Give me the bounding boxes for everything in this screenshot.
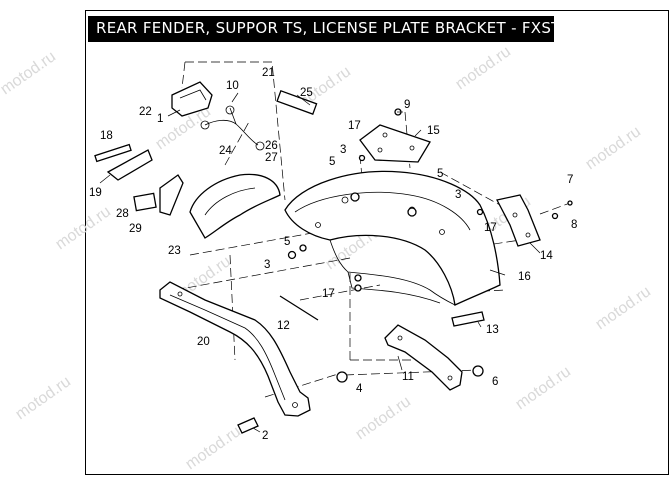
callout-2: 2: [262, 430, 268, 442]
callout-21: 21: [262, 67, 275, 79]
callout-9: 9: [404, 99, 410, 111]
callout-labels: 1 2 3 3 3 4 5 5 5 6 7 8 9 10 11 12 13 14…: [89, 67, 577, 442]
watermark: motod.ru: [593, 283, 654, 333]
nut-17: [358, 154, 366, 162]
title-bar: REAR FENDER, SUPPOR TS, LICENSE PLATE BR…: [88, 16, 572, 42]
callout-20: 20: [197, 336, 210, 348]
callout-23: 23: [168, 245, 181, 257]
nut-17: [476, 208, 484, 216]
watermark-layer: motod.ru motod.ru motod.ru motod.ru moto…: [0, 43, 654, 473]
callout-19: 19: [89, 187, 102, 199]
bracket-28: [133, 192, 157, 212]
bolt-2: [237, 417, 259, 434]
leader-lines: [99, 92, 541, 433]
reflector-bracket: [106, 149, 153, 181]
callout-8: 8: [571, 219, 577, 231]
callout-15: 15: [427, 125, 440, 137]
mounting-plate: [359, 124, 431, 163]
nut-17: [354, 284, 362, 292]
callout-5: 5: [329, 156, 335, 168]
callout-17: 17: [348, 120, 361, 132]
washer-5: [299, 244, 307, 252]
callout-5: 5: [284, 236, 290, 248]
bracket-11: [384, 324, 463, 391]
callout-12: 12: [277, 320, 290, 332]
nut-4: [336, 371, 348, 383]
tail-light-housing: [171, 81, 213, 117]
diagram-frame: [85, 10, 669, 475]
nut-8: [551, 212, 559, 220]
callout-4: 4: [356, 383, 363, 395]
watermark: motod.ru: [513, 363, 574, 413]
callout-13: 13: [486, 324, 499, 336]
watermark: motod.ru: [13, 373, 74, 423]
callout-7: 7: [567, 174, 573, 186]
callout-5: 5: [437, 168, 443, 180]
fasteners: [237, 108, 573, 434]
nut-6: [472, 365, 484, 377]
callout-1: 1: [157, 113, 163, 125]
callout-3: 3: [340, 144, 346, 156]
callout-26: 26: [265, 140, 278, 152]
callout-6: 6: [492, 376, 498, 388]
callout-16: 16: [518, 271, 531, 283]
watermark: motod.ru: [583, 123, 644, 173]
nut-17: [354, 274, 362, 282]
callout-18: 18: [100, 130, 113, 142]
bolt-3: [350, 192, 360, 202]
callout-17: 17: [484, 222, 497, 234]
support-rod: [279, 295, 319, 321]
screw-7: [567, 200, 573, 206]
watermark: motod.ru: [53, 203, 114, 253]
bolt-3: [287, 250, 297, 260]
callout-10: 10: [226, 80, 239, 92]
bracket-assembly: [189, 173, 281, 239]
wiring-harness: [200, 105, 265, 151]
callout-24: 24: [219, 145, 232, 157]
callout-3: 3: [455, 189, 461, 201]
callout-27: 27: [265, 152, 278, 164]
diagram-title: REAR FENDER, SUPPOR TS, LICENSE PLATE BR…: [96, 19, 573, 37]
callout-14: 14: [540, 250, 553, 262]
spacer-strip: [276, 89, 318, 115]
fender-support-rail: [159, 281, 311, 417]
reflector-strip: [94, 143, 132, 163]
callout-3: 3: [264, 259, 270, 271]
callout-22: 22: [139, 106, 152, 118]
watermark: motod.ru: [0, 48, 59, 98]
callout-25: 25: [300, 87, 313, 99]
callout-11: 11: [402, 371, 414, 383]
callout-28: 28: [116, 208, 129, 220]
bracket-29: [159, 174, 184, 216]
watermark: motod.ru: [183, 423, 244, 473]
callout-17: 17: [322, 288, 335, 300]
license-plate-bracket: [496, 194, 541, 247]
watermark: motod.ru: [453, 43, 514, 93]
spacer-tube: [451, 311, 485, 327]
watermark: motod.ru: [353, 393, 414, 443]
callout-29: 29: [129, 223, 142, 235]
bolt-3: [407, 207, 417, 217]
rear-fender: [284, 170, 501, 306]
